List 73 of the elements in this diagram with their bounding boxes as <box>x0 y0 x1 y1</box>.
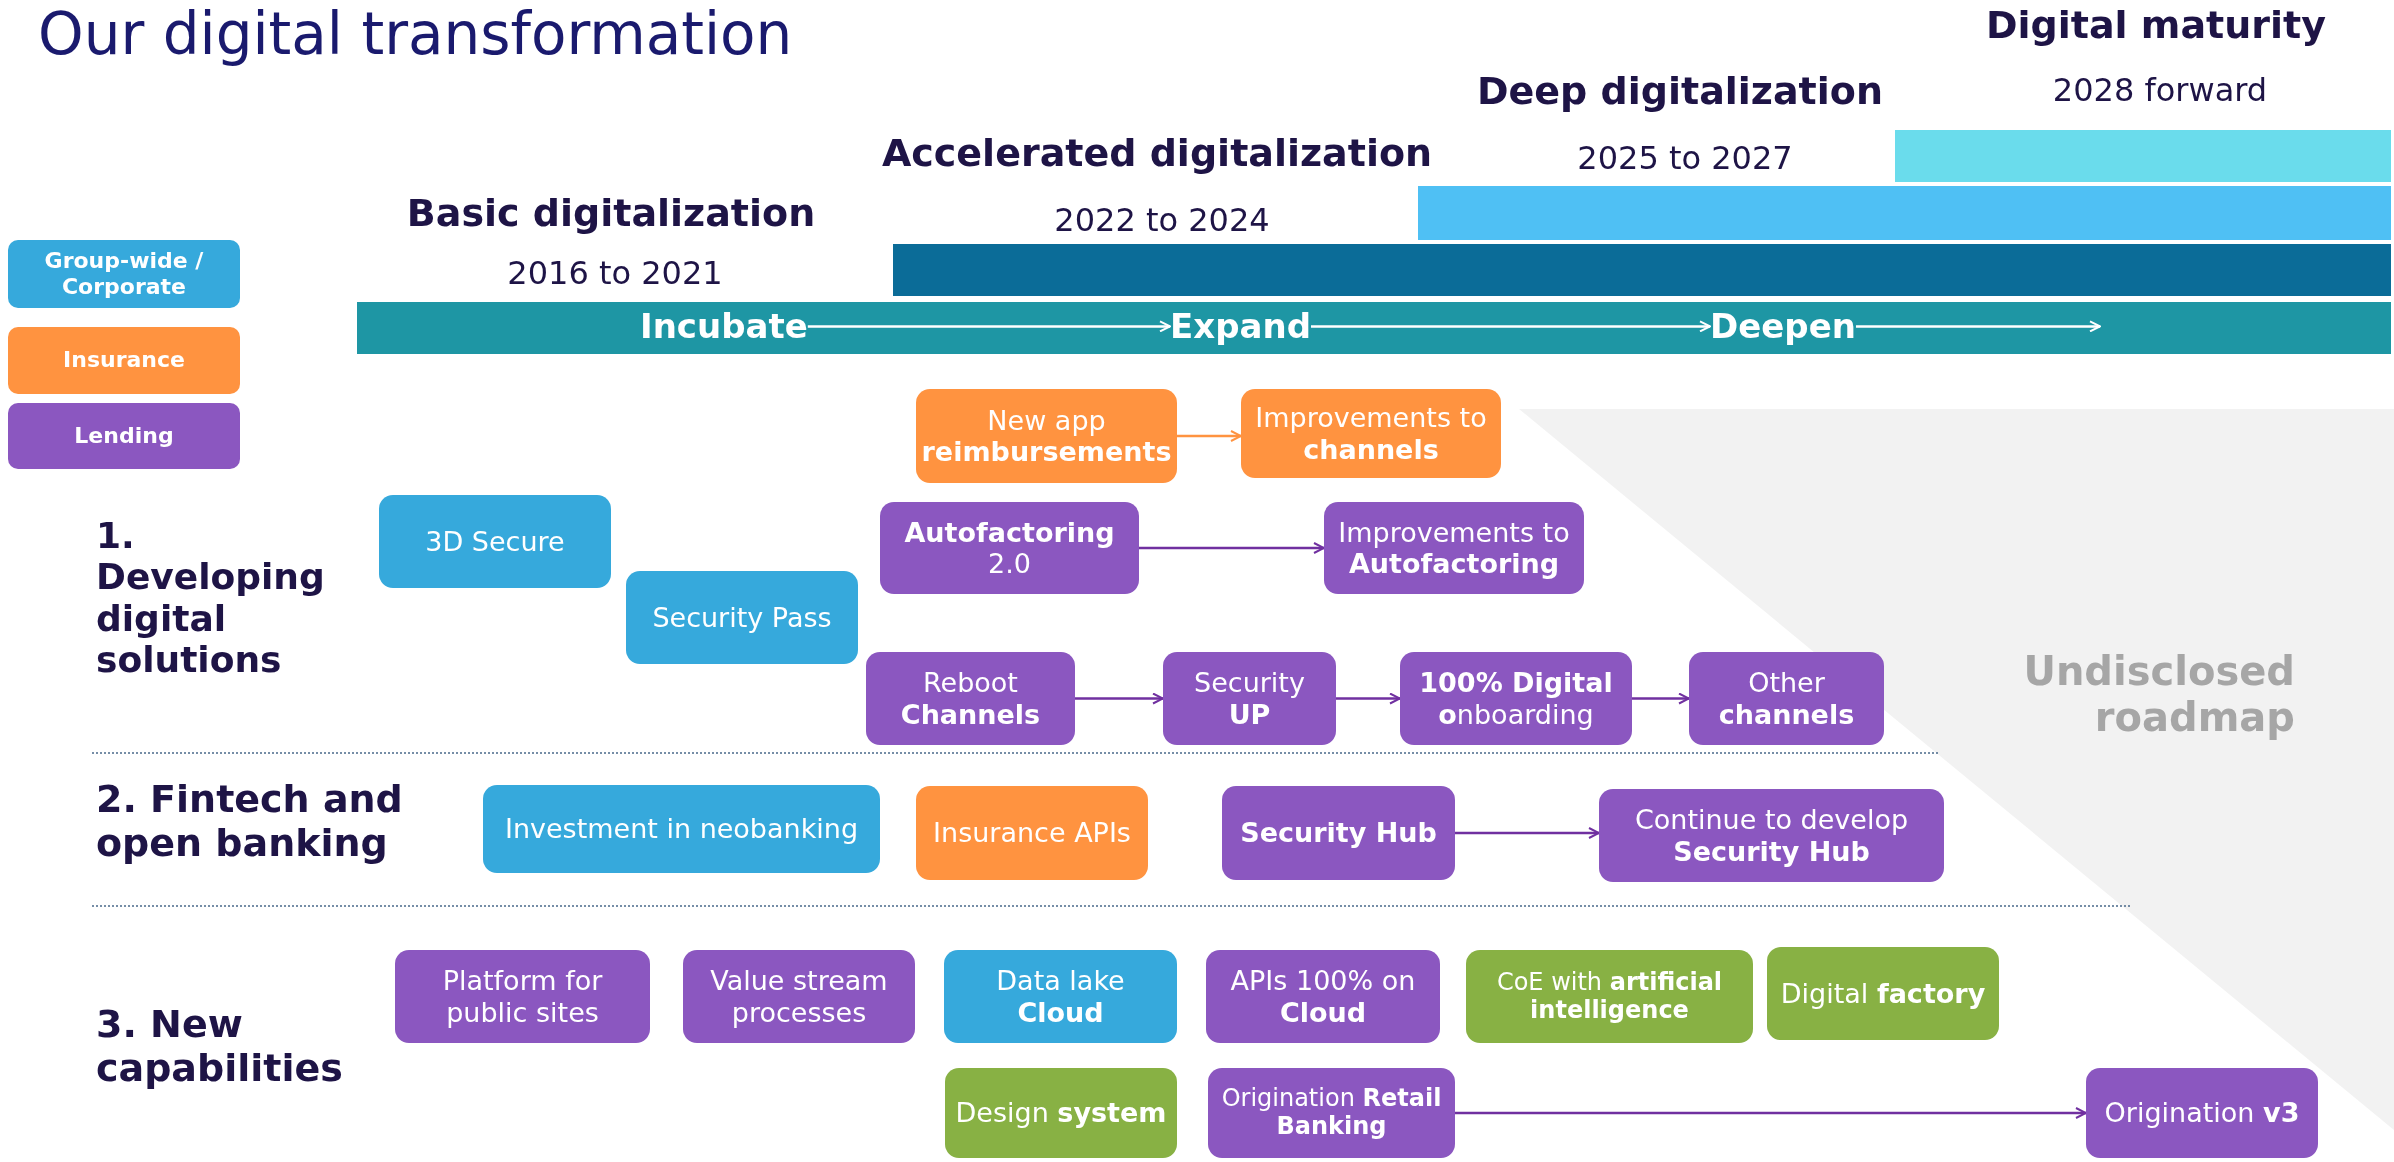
initiative-box <box>2086 1068 2318 1158</box>
arrow <box>1139 542 1325 554</box>
initiative-box <box>683 950 915 1043</box>
box-label: Continue to develop Security Hub <box>1633 804 1910 867</box>
box-label: Improvements to Autofactoring <box>1337 516 1571 580</box>
box-label: Autofactoring 2.0 <box>903 516 1116 580</box>
legend-label: Lending <box>74 422 174 450</box>
initiative-box <box>1767 947 1999 1040</box>
initiative-box <box>1222 786 1455 880</box>
box-label: Security Pass <box>652 601 832 633</box>
phase-heading: Basic digitalization <box>405 192 817 236</box>
arrow <box>1336 692 1401 705</box>
initiative-box <box>1400 652 1632 745</box>
initiative-box <box>866 652 1075 745</box>
title: Our digital transformation <box>38 0 793 68</box>
phase-heading: Accelerated digitalization <box>880 132 1434 176</box>
box-label: Origination v3 <box>2104 1097 2300 1129</box>
row-heading: 2. Fintech and open banking <box>96 778 404 866</box>
arrow <box>1455 1107 2087 1119</box>
phase-label: Expand <box>1170 306 1311 347</box>
row-heading: 1. Developing digital solutions <box>96 515 326 681</box>
initiative-box <box>944 950 1177 1043</box>
initiative-box <box>626 571 858 664</box>
year-range: 2022 to 2024 <box>1053 202 1271 239</box>
arrow <box>1855 320 2101 333</box>
arrow <box>1177 430 1242 442</box>
box-label: Platform for public sites <box>441 965 604 1028</box>
box-label: Reboot Channels <box>899 667 1042 730</box>
box-label: 3D Secure <box>425 525 565 557</box>
initiative-box <box>1206 950 1440 1043</box>
arrow <box>1311 320 1711 333</box>
initiative-box <box>945 1068 1177 1158</box>
box-label: Insurance APIs <box>933 817 1131 849</box>
box-label: Improvements to channels <box>1254 402 1488 465</box>
box-label: APIs 100% on Cloud <box>1229 965 1417 1028</box>
legend-label: Insurance <box>63 347 185 374</box>
box-label: CoE with artificial intelligence <box>1495 968 1724 1025</box>
arrow <box>1632 692 1690 705</box>
box-label: New app reimbursements <box>921 404 1172 468</box>
box-label: Origination Retail Banking <box>1220 1085 1443 1141</box>
box-label: Design system <box>955 1097 1167 1129</box>
box-label: Investment in neobanking <box>504 813 859 845</box>
box-label: Other channels <box>1717 667 1856 730</box>
initiative-box <box>916 389 1177 483</box>
phase-heading: Digital maturity <box>1985 4 2327 48</box>
box-label: Security UP <box>1193 667 1306 730</box>
initiative-box <box>1208 1068 1455 1158</box>
initiative-box <box>880 502 1139 594</box>
box-label: Data lake Cloud <box>995 965 1126 1028</box>
box-label: Value stream processes <box>709 965 889 1028</box>
initiative-box <box>1599 789 1944 882</box>
initiative-box <box>483 785 880 873</box>
box-label: Digital factory <box>1780 977 1986 1009</box>
initiative-box <box>395 950 650 1043</box>
legend-label: Group-wide / Corporate <box>43 247 205 301</box>
initiative-box <box>1466 950 1753 1043</box>
phase-label: Incubate <box>640 306 808 347</box>
arrow <box>1455 827 1600 839</box>
phase-heading: Deep digitalization <box>1476 70 1884 114</box>
arrow <box>807 320 1171 333</box>
initiative-box <box>1163 652 1336 745</box>
initiative-box <box>1689 652 1884 745</box>
initiative-box <box>379 495 611 588</box>
box-label: 100% Digital onboarding <box>1418 667 1614 730</box>
phase-label: Deepen <box>1710 306 1856 347</box>
initiative-box <box>916 786 1148 880</box>
arrow <box>1075 692 1164 705</box>
box-label: Security Hub <box>1240 817 1437 849</box>
roadmap-note: Undisclosed roadmap <box>2022 648 2295 740</box>
year-range: 2016 to 2021 <box>506 255 724 292</box>
initiative-box <box>1324 502 1584 594</box>
initiative-box <box>1241 389 1501 478</box>
row-heading: 3. New capabilities <box>96 1003 344 1091</box>
